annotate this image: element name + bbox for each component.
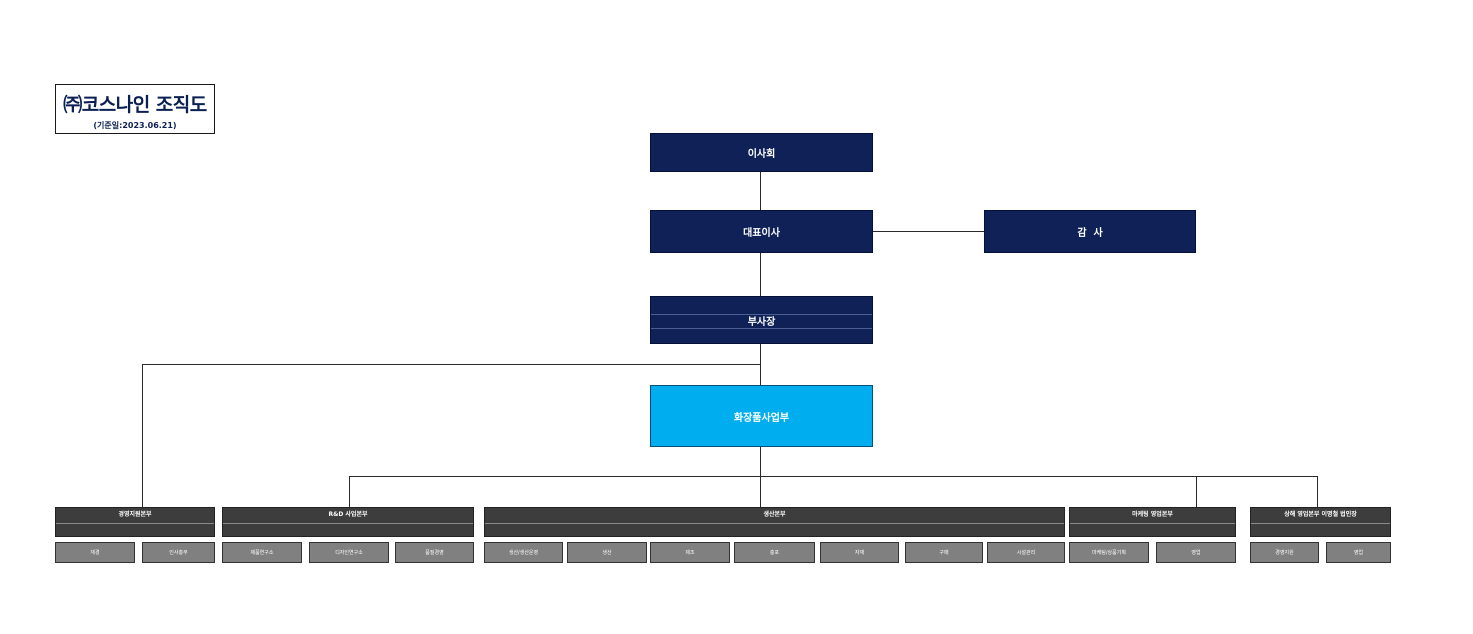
connector-marketing [1196,476,1197,507]
dept-label: 경영지원본부 [118,511,152,518]
team-box: 영업 [1326,542,1391,563]
connector-production [760,476,761,507]
connector-division-bus [349,476,1318,477]
ceo-label: 대표이사 [743,228,780,239]
dept-shanghai-sales: 상해 영업본부 이명철 법인장 [1250,507,1391,537]
dept-management-support: 경영지원본부 [55,507,215,537]
team-label: 영업 [1353,550,1364,556]
board-box: 이사회 [650,133,873,172]
audit-box: 감 사 [984,210,1196,253]
team-box: 디자인연구소 [309,542,389,563]
connector-division-down [760,447,761,476]
team-label: 생산/생산운영 [508,550,539,556]
connector-vp-mgmt-v [142,364,143,507]
team-label: 제조 [685,550,695,556]
dept-rnd: R&D 사업본부 [222,507,474,537]
connector-rnd [349,476,350,507]
team-label: 충포 [769,550,780,556]
team-label: 생산 [602,550,612,556]
connector-shanghai [1317,476,1318,507]
team-box: 제조 [650,542,730,563]
chart-title-box: ㈜코스나인 조직도 (기준일:2023.06.21) [55,84,215,134]
team-label: 시설관리 [1016,550,1036,556]
vp-label: 부사장 [747,316,776,328]
dept-label: R&D 사업본부 [328,511,368,518]
team-label: 재경 [90,550,100,556]
team-label: 자재 [854,550,865,556]
team-box: 경영지원 [1250,542,1319,563]
team-label: 마케팅/상품기획 [1092,550,1126,556]
team-box: 시설관리 [987,542,1065,563]
team-label: 영업 [1191,550,1201,556]
team-box: 영업 [1156,542,1236,563]
team-label: 구매 [939,550,949,556]
team-box: 품질경영 [395,542,474,563]
team-box: 마케팅/상품기획 [1069,542,1149,563]
team-box: 구매 [905,542,983,563]
dept-label: 상해 영업본부 이명철 법인장 [1284,511,1357,518]
dept-label: 생산본부 [763,511,786,518]
division-label: 화장품사업부 [733,412,790,424]
chart-date: (기준일:2023.06.21) [93,121,177,130]
team-box: 충포 [734,542,815,563]
team-box: 제품연구소 [222,542,302,563]
team-box: 자재 [820,542,899,563]
team-box: 인사총무 [142,542,215,563]
team-box: 생산/생산운영 [484,542,563,563]
dept-production: 생산본부 [484,507,1065,537]
chart-title: ㈜코스나인 조직도 [63,94,207,116]
team-label: 디자인연구소 [335,550,363,556]
team-box: 재경 [55,542,135,563]
team-label: 인사총무 [169,550,188,556]
team-label: 제품연구소 [250,550,274,556]
team-box: 생산 [567,542,647,563]
connector-vp-mgmt-h [142,364,761,365]
ceo-box: 대표이사 [650,210,873,253]
team-label: 경영지원 [1275,550,1294,556]
dept-marketing-sales: 마케팅 영업본부 [1069,507,1236,537]
connector-ceo-audit [873,231,984,232]
division-box: 화장품사업부 [650,385,873,447]
board-label: 이사회 [747,149,776,160]
audit-label: 감 사 [1077,228,1103,239]
connector-board-ceo [760,172,761,210]
dept-label: 마케팅 영업본부 [1132,511,1173,518]
vp-box: 부사장 [650,296,873,344]
team-label: 품질경영 [425,550,444,556]
connector-ceo-vp [760,253,761,296]
